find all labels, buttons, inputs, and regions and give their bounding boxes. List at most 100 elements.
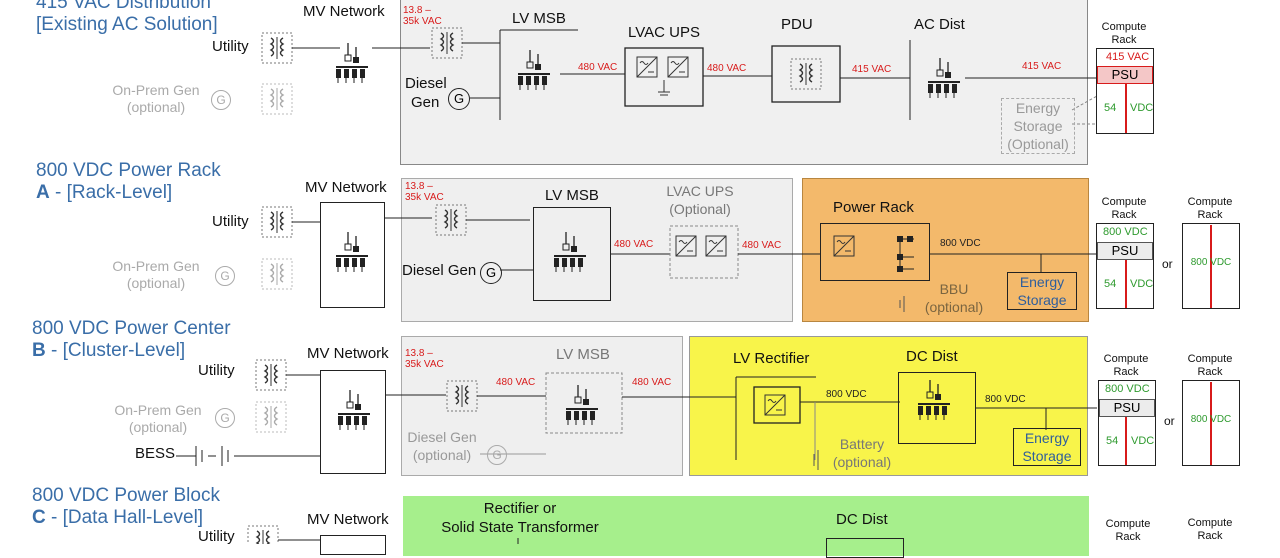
v480-label-a2: 480 VAC xyxy=(742,240,782,251)
energy-storage-a: Energy Storage xyxy=(1007,272,1077,310)
onprem-gen-a-line2: (optional) xyxy=(126,275,186,291)
diesel-gen-label: Diesel Gen xyxy=(405,74,447,112)
compute-rack-ac xyxy=(1096,48,1154,134)
utility-label-a: Utility xyxy=(212,213,249,230)
onprem-gen-a-line1: On-Prem Gen xyxy=(112,258,200,274)
bess-label: BESS xyxy=(135,445,176,462)
lv-rectifier-label: LV Rectifier xyxy=(733,350,810,367)
dc-dist-box xyxy=(898,372,976,444)
diesel-gen-icon: G xyxy=(448,88,470,110)
mv-voltage-label: 13.8 – 35k VAC xyxy=(403,5,442,27)
compute-rack-b2-line1: Compute xyxy=(1187,353,1233,365)
dc-dist-label: DC Dist xyxy=(906,348,958,365)
es-b-line1: Energy xyxy=(1024,430,1070,446)
dc-dist-box-c xyxy=(826,538,904,558)
battery-label: Battery (optional) xyxy=(822,435,902,471)
es-opt-line2: Storage xyxy=(1013,118,1063,134)
section-block-prefix: C xyxy=(32,507,46,528)
section-ac-title: 415 VAC Distribution [Existing AC Soluti… xyxy=(36,0,218,36)
mv-network-label-a: MV Network xyxy=(305,179,387,196)
compute-rack-a-line1: Compute xyxy=(1101,196,1147,208)
lvac-ups-label: LVAC UPS xyxy=(628,24,700,41)
compute-rack-a2-line2: Rack xyxy=(1197,209,1223,221)
diesel-gen-icon-b: G xyxy=(487,445,507,465)
or-label-b: or xyxy=(1164,414,1175,428)
compute-rack-b-title: Compute Rack xyxy=(1096,353,1156,379)
v480-label-2: 480 VAC xyxy=(707,63,747,74)
diesel-gen-opt-label: Diesel Gen (optional) xyxy=(400,428,484,464)
lv-msb-label: LV MSB xyxy=(512,10,566,27)
section-center-title-line2: - [Cluster-Level] xyxy=(45,340,186,361)
lvac-ups-opt-line2: (Optional) xyxy=(669,201,731,217)
compute-rack-b-line2: Rack xyxy=(1113,366,1139,378)
diesel-gen-line2: Gen xyxy=(411,94,440,111)
bbu-line1: BBU xyxy=(939,281,969,297)
section-rack-title-line2: - [Rack-Level] xyxy=(49,182,173,203)
mv-network-label: MV Network xyxy=(303,3,385,20)
mv-voltage-a-line1: 13.8 – xyxy=(405,181,433,192)
onprem-gen-label-b: On-Prem Gen (optional) xyxy=(108,402,208,436)
v480-label-b1: 480 VAC xyxy=(496,377,536,388)
compute-rack-a-line2: Rack xyxy=(1111,209,1137,221)
diesel-gen-icon-a: G xyxy=(480,262,502,284)
compute-rack-b2 xyxy=(1182,380,1240,466)
vdc-ac: VDC xyxy=(1130,102,1154,114)
compute-rack-a-voltage: 800 VDC xyxy=(1103,226,1148,238)
onprem-gen-label: On-Prem Gen (optional) xyxy=(106,82,206,116)
compute-rack-a2-title: Compute Rack xyxy=(1180,196,1240,222)
psu-ac: PSU xyxy=(1097,66,1153,84)
v480-label-b2: 480 VAC xyxy=(632,377,672,388)
power-rack-panel xyxy=(802,178,1089,322)
mv-network-box-b xyxy=(320,370,386,474)
v54-a: 54 xyxy=(1104,278,1117,290)
onprem-gen-icon-a: G xyxy=(215,266,235,286)
bbu-label: BBU (optional) xyxy=(914,280,994,316)
v480-label-a1: 480 VAC xyxy=(614,239,654,250)
onprem-gen-b-line2: (optional) xyxy=(128,419,188,435)
v415-label-2: 415 VAC xyxy=(1022,61,1062,72)
ac-distribution-panel xyxy=(400,0,1088,165)
v800-label-a: 800 VDC xyxy=(940,238,981,249)
mv-voltage-a-line2: 35k VAC xyxy=(405,192,444,203)
compute-rack-b xyxy=(1098,380,1156,466)
onprem-gen-label-a: On-Prem Gen (optional) xyxy=(106,258,206,292)
onprem-gen-line1: On-Prem Gen xyxy=(112,82,200,98)
lvac-ups-opt-line1: LVAC UPS xyxy=(666,183,734,199)
compute-rack-a-title: Compute Rack xyxy=(1094,196,1154,222)
mv-network-label-c: MV Network xyxy=(307,511,389,528)
section-center-title: 800 VDC Power Center B - [Cluster-Level] xyxy=(32,318,231,362)
mv-network-box-c xyxy=(320,535,386,555)
battery-line1: Battery xyxy=(839,436,885,452)
v800-rack-a2-line1: 800 VDC xyxy=(1190,257,1232,268)
onprem-gen-b-line1: On-Prem Gen xyxy=(114,402,202,418)
ac-dist-label: AC Dist xyxy=(914,16,965,33)
section-block-title: 800 VDC Power Block C - [Data Hall-Level… xyxy=(32,485,220,529)
onprem-gen-icon-b: G xyxy=(215,408,235,428)
v800-label-b2: 800 VDC xyxy=(985,394,1026,405)
mv-network-box-a xyxy=(320,202,385,308)
v415-label-1: 415 VAC xyxy=(852,64,892,75)
diesel-gen-label-a: Diesel Gen xyxy=(402,262,477,279)
onprem-gen-icon: G xyxy=(211,90,231,110)
v800-rack-b2: 800 VDC xyxy=(1190,414,1232,426)
energy-storage-optional: Energy Storage (Optional) xyxy=(1001,98,1075,154)
vdc-a: VDC xyxy=(1130,278,1154,290)
compute-rack-a xyxy=(1096,223,1154,309)
wiring-diagram xyxy=(176,27,1212,544)
psu-b: PSU xyxy=(1099,399,1155,417)
mv-voltage-line1: 13.8 – xyxy=(403,5,431,16)
compute-rack-b-line1: Compute xyxy=(1103,353,1149,365)
compute-rack-c2-line2: Rack xyxy=(1197,530,1223,542)
rack-gray-panel xyxy=(401,178,793,322)
psu-a: PSU xyxy=(1097,242,1153,260)
power-rack-label: Power Rack xyxy=(833,199,914,216)
lv-msb-label-b: LV MSB xyxy=(556,346,610,363)
es-opt-line1: Energy xyxy=(1015,100,1061,116)
lvac-ups-opt-label: LVAC UPS (Optional) xyxy=(650,182,750,218)
compute-rack-c2-title: Compute Rack xyxy=(1180,517,1240,543)
compute-rack-ac-voltage: 415 VAC xyxy=(1106,51,1150,63)
section-rack-title: 800 VDC Power Rack A - [Rack-Level] xyxy=(36,160,221,204)
es-opt-line3: (Optional) xyxy=(1007,136,1069,152)
rectifier-sst-line2: Solid State Transformer xyxy=(441,519,599,536)
mv-voltage-line2: 35k VAC xyxy=(403,16,442,27)
